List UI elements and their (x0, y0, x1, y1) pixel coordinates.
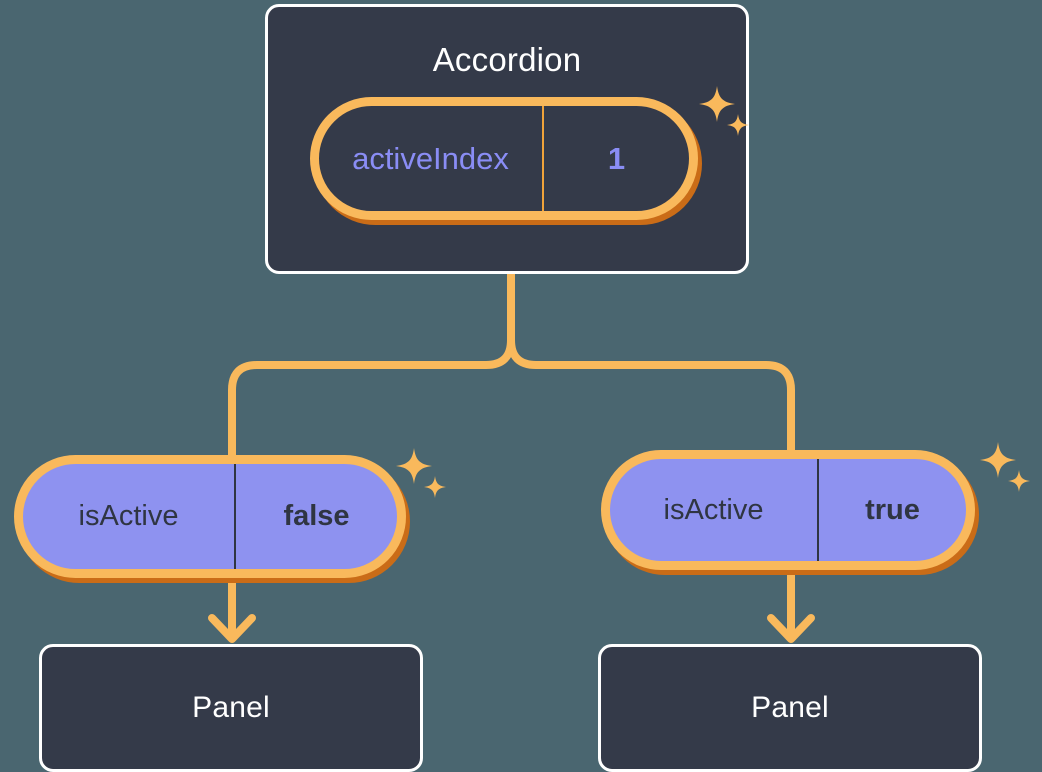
component-box-panel-right[interactable]: Panel (598, 644, 982, 772)
prop-pill-isactive-true[interactable]: isActive true (601, 450, 975, 570)
right-arrow-head (767, 614, 815, 643)
prop-key-label: activeIndex (319, 106, 544, 211)
component-box-panel-left[interactable]: Panel (39, 644, 423, 772)
left-arrow-head (208, 614, 256, 643)
trunk-connector-left (228, 336, 515, 464)
prop-key-label: isActive (23, 464, 236, 569)
prop-value-label: false (283, 500, 350, 532)
prop-key-label: isActive (610, 459, 819, 561)
trunk-connector (507, 270, 795, 459)
prop-pill-activeindex[interactable]: activeIndex 1 (310, 97, 698, 220)
page-title: Accordion (432, 41, 582, 78)
prop-value-label: true (865, 493, 920, 526)
sparkle-icon (980, 442, 1030, 492)
prop-pill-isactive-false[interactable]: isActive false (14, 455, 406, 578)
prop-value-label: 1 (607, 140, 626, 176)
panel-title: Panel (751, 691, 829, 724)
sparkle-group-right-pill (974, 437, 1038, 506)
panel-title: Panel (192, 691, 270, 724)
